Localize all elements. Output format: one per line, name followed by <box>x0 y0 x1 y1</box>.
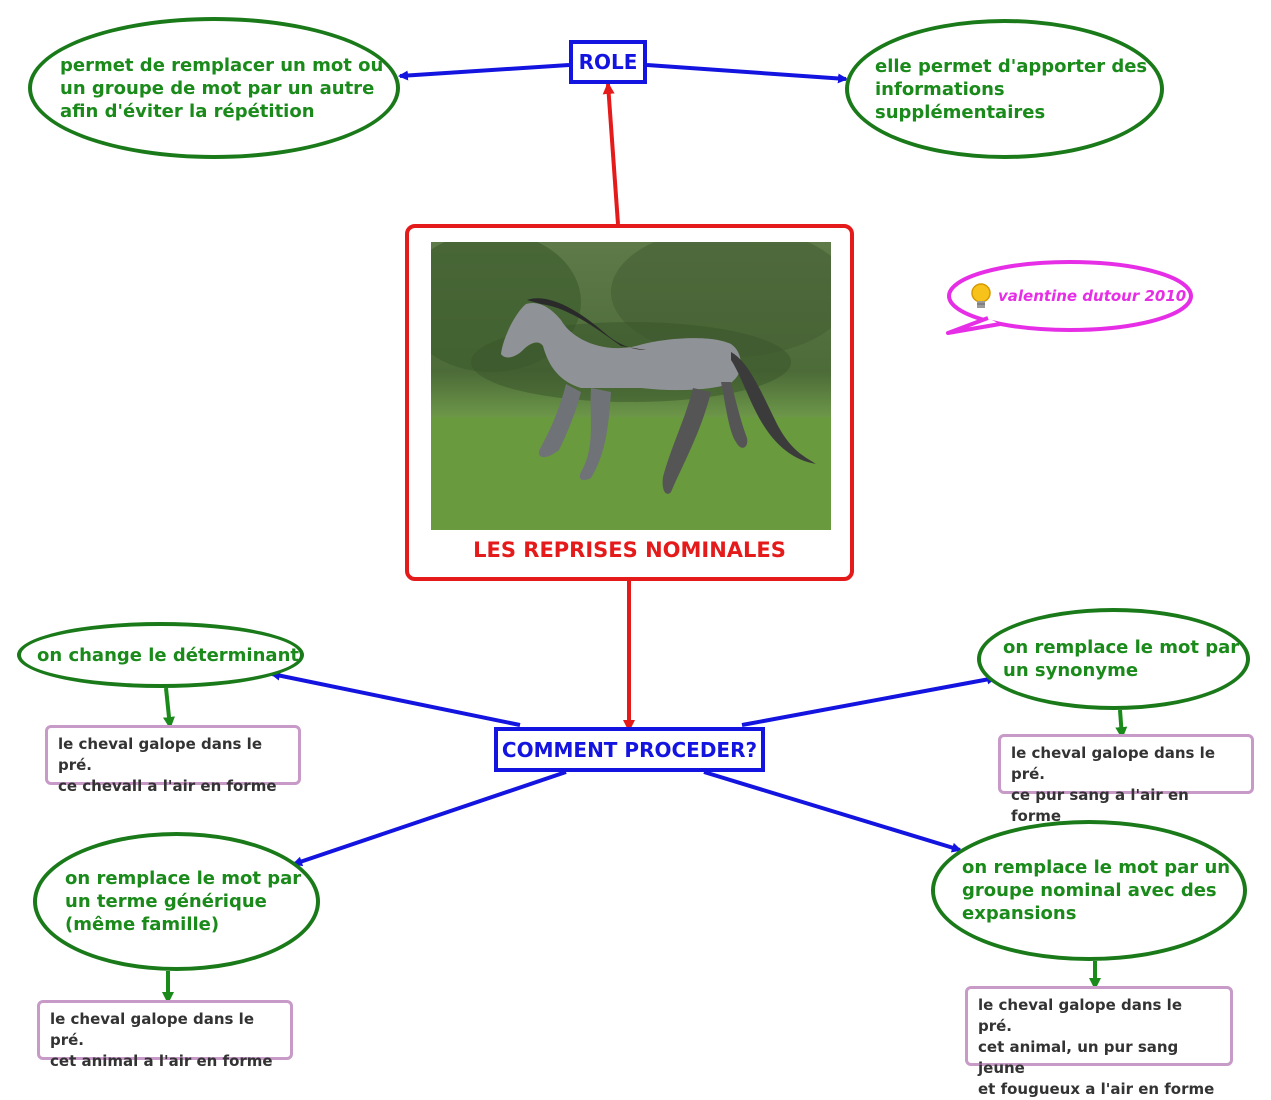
method-line: on remplace le mot par un <box>962 857 1231 878</box>
method-determinant-node: on change le déterminant <box>17 622 304 688</box>
example-synonyme: le cheval galope dans le pré. ce pur san… <box>998 734 1254 825</box>
arrow-center-to-role <box>602 82 620 225</box>
example-line: le cheval galope dans le pré. <box>50 1010 254 1049</box>
example-line: et fougueux a l'air en forme <box>978 1080 1215 1098</box>
example-line: cet animal, un pur sang jeune <box>978 1038 1179 1077</box>
role-left-line: permet de remplacer un mot ou <box>60 54 384 76</box>
method-line: on change le déterminant <box>37 644 299 666</box>
role-left-node: permet de remplacer un mot ou un groupe … <box>28 17 400 159</box>
method-line: on remplace le mot par <box>65 868 302 889</box>
method-synonyme-node: on remplace le mot par un synonyme <box>977 608 1250 710</box>
horse-photo <box>431 242 831 530</box>
example-line: ce pur sang a l'air en forme <box>1011 786 1189 825</box>
example-line: le cheval galope dans le pré. <box>978 996 1182 1035</box>
method-line: on remplace le mot par <box>1003 637 1240 658</box>
method-line: expansions <box>962 903 1077 924</box>
role-left-line: un groupe de mot par un autre <box>60 77 375 99</box>
method-line: un synonyme <box>1003 660 1139 681</box>
example-determinant: le cheval galope dans le pré. ce chevall… <box>45 725 301 795</box>
example-line: le cheval galope dans le pré. <box>58 735 262 774</box>
method-line: (même famille) <box>65 914 220 935</box>
arrow-green-2 <box>1115 709 1128 739</box>
method-generique-node: on remplace le mot par un terme génériqu… <box>33 832 320 971</box>
center-title: LES REPRISES NOMINALES <box>473 538 786 562</box>
example-expansions: le cheval galope dans le pré. cet animal… <box>965 986 1233 1098</box>
role-right-node: elle permet d'apporter des informations … <box>845 19 1164 159</box>
method-line: groupe nominal avec des <box>962 880 1217 901</box>
arrow-role-left <box>398 63 570 81</box>
method-line: un terme générique <box>65 891 267 912</box>
example-line: le cheval galope dans le pré. <box>1011 744 1215 783</box>
example-line: cet animal a l'air en forme <box>50 1052 273 1070</box>
arrow-comment-synonyme <box>741 674 997 727</box>
role-right-line: elle permet d'apporter des <box>875 55 1148 77</box>
method-expansions-node: on remplace le mot par un groupe nominal… <box>931 820 1247 961</box>
example-generique: le cheval galope dans le pré. cet animal… <box>37 1000 293 1070</box>
arrow-comment-expansions <box>703 770 962 853</box>
author-bubble <box>946 260 1193 335</box>
role-left-line: afin d'éviter la répétition <box>60 100 315 122</box>
comment-node: COMMENT PROCEDER? <box>494 727 765 772</box>
arrow-comment-generique <box>292 770 567 867</box>
lightbulb-icon <box>968 281 994 313</box>
example-line: ce chevall a l'air en forme <box>58 777 277 795</box>
arrow-green-1 <box>163 687 175 729</box>
center-node: LES REPRISES NOMINALES <box>405 224 854 581</box>
role-node: ROLE <box>569 40 647 84</box>
role-right-line: supplémentaires <box>875 101 1046 123</box>
arrow-role-right <box>646 63 848 84</box>
arrow-comment-determinant <box>270 670 521 727</box>
author-text: valentine dutour 2010 <box>998 287 1187 305</box>
role-right-line: informations <box>875 78 1005 100</box>
